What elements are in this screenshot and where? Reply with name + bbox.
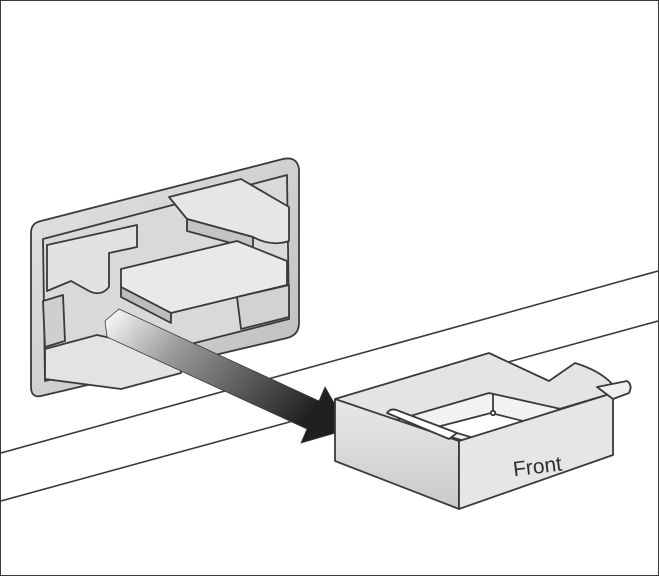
housing-right-tab [236, 284, 290, 330]
shelf-edge-upper [1, 270, 658, 454]
housing-lower-post [42, 294, 66, 348]
tray [334, 352, 632, 510]
tray-right-flange [596, 380, 632, 400]
housing-cross-rail-edge [120, 286, 172, 324]
bracket-housing [30, 157, 300, 398]
housing-left-hook [46, 224, 138, 295]
tray-pin-head [489, 409, 497, 417]
tray-front-label: Front [512, 453, 564, 482]
tray-front-face [458, 392, 614, 510]
tray-inner-lip [386, 408, 458, 440]
